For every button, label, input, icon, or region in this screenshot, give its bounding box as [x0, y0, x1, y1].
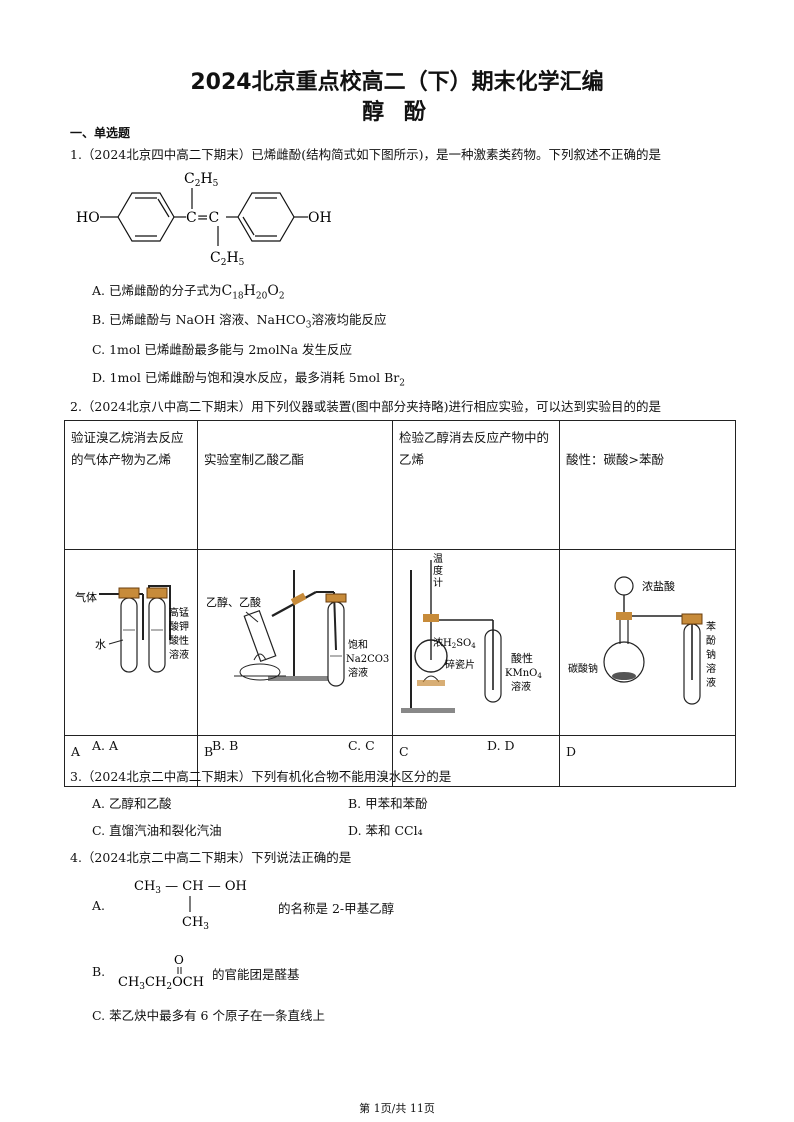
header-cell-b: 实验室制乙酸乙酯 — [197, 420, 393, 550]
svg-text:计: 计 — [433, 576, 443, 589]
apparatus-cell-b: 乙醇、乙酸 饱和 Na2CO3 溶液 — [197, 549, 393, 736]
apparatus-cell-a: 气体 水 高锰 酸钾 酸性 溶液 — [64, 549, 198, 736]
header-cell-a: 验证溴乙烷消去反应的气体产物为乙烯 — [64, 420, 198, 550]
svg-text:溶: 溶 — [706, 662, 716, 675]
ethyl-top-label: C2H5 — [184, 171, 219, 189]
svg-text:碎瓷片: 碎瓷片 — [445, 658, 475, 671]
svg-text:CH3CH2OCH: CH3CH2OCH — [118, 975, 204, 990]
svg-text:酚: 酚 — [706, 635, 716, 647]
q2-choice-c: C. C — [348, 738, 375, 753]
svg-text:CH3: CH3 — [182, 915, 209, 932]
svg-text:O: O — [174, 953, 184, 967]
apparatus-cell-c: 温 度 计 浓H2SO4 碎瓷片 酸性 KMnO4 溶液 — [392, 549, 560, 736]
benzene-ring-right — [237, 192, 295, 242]
apparatus-cell-d: 浓盐酸 碳酸钠 苯 酚 钠 溶 液 — [559, 549, 736, 736]
q1-option-a: A. 已烯雌酚的分子式为C18H20O2 — [92, 283, 285, 302]
svg-text:Na2CO3: Na2CO3 — [346, 654, 389, 665]
header-cell-d: 酸性：碳酸>苯酚 — [559, 420, 736, 550]
svg-text:酸钾: 酸钾 — [169, 620, 189, 633]
page-footer: 第 1页/共 11页 — [359, 1102, 435, 1115]
section-heading: 一、单选题 — [70, 126, 131, 140]
label-cell-c: C — [392, 735, 560, 787]
q1-option-d: D. 1mol 已烯雌酚与饱和溴水反应，最多消耗 5mol Br2 — [92, 370, 405, 389]
svg-text:水: 水 — [95, 638, 106, 651]
apparatus-a-figure: 气体 水 高锰 酸钾 酸性 溶液 — [75, 585, 189, 673]
page-title: 2024北京重点校高二（下）期末化学汇编 — [190, 70, 604, 95]
q1-option-b: B. 已烯雌酚与 NaOH 溶液、NaHCO3溶液均能反应 — [92, 312, 387, 331]
q4-option-a-structure: CH3 — CH — OH CH3 — [134, 879, 247, 932]
experiment-table: 验证溴乙烷消去反应的气体产物为乙烯 实验室制乙酸乙酯 检验乙醇消去反应产物中的乙… — [64, 420, 736, 787]
svg-text:CH3 — CH — OH: CH3 — CH — OH — [134, 879, 247, 896]
svg-text:溶液: 溶液 — [169, 648, 189, 661]
svg-text:酸性: 酸性 — [511, 651, 533, 665]
q4-option-b-text: 的官能团是醛基 — [212, 967, 300, 982]
oh-right-label: OH — [308, 210, 332, 226]
question-1-stem: 1.（2024北京四中高二下期末）已烯雌酚(结构简式如下图所示)，是一种激素类药… — [70, 147, 661, 162]
svg-text:溶液: 溶液 — [348, 666, 368, 679]
label-cell-d: D — [559, 735, 736, 787]
question-2-stem: 2.（2024北京八中高二下期末）用下列仪器或装置(图中部分夹持略)进行相应实验… — [70, 399, 661, 414]
question-3-stem: 3.（2024北京二中高二下期末）下列有机化合物不能用溴水区分的是 — [70, 769, 452, 784]
ethyl-bottom-label: C2H5 — [210, 250, 245, 266]
q2-choice-b: B. B — [212, 738, 239, 753]
q4-option-b-label: B. — [92, 964, 106, 979]
q3-option-a: A. 乙醇和乙酸 — [92, 796, 172, 811]
apparatus-b-figure: 乙醇、乙酸 饱和 Na2CO3 溶液 — [206, 570, 389, 687]
svg-text:KMnO4: KMnO4 — [505, 668, 542, 680]
svg-text:钠: 钠 — [706, 648, 716, 661]
c-eq-c-label: C=C — [186, 210, 219, 226]
ho-left-label: HO — [76, 210, 100, 226]
svg-text:溶液: 溶液 — [511, 680, 531, 693]
q4-option-a-label: A. — [92, 898, 106, 913]
svg-text:高锰: 高锰 — [169, 606, 189, 619]
q3-option-b: B. 甲苯和苯酚 — [348, 796, 428, 811]
svg-text:碳酸钠: 碳酸钠 — [568, 662, 598, 675]
svg-text:乙醇、乙酸: 乙醇、乙酸 — [206, 595, 261, 609]
benzene-ring-left — [117, 192, 175, 242]
q2-choice-d: D. D — [487, 738, 515, 753]
svg-text:苯: 苯 — [706, 620, 716, 633]
q4-option-b-structure: O CH3CH2OCH — [118, 953, 204, 990]
apparatus-c-figure: 温 度 计 浓H2SO4 碎瓷片 酸性 KMnO4 溶液 — [401, 553, 542, 713]
page-subtitle: 醇 酚 — [362, 100, 432, 125]
svg-text:饱和: 饱和 — [348, 639, 368, 651]
svg-text:浓H2SO4: 浓H2SO4 — [433, 637, 476, 650]
q1-option-c: C. 1mol 已烯雌酚最多能与 2molNa 发生反应 — [92, 342, 353, 357]
svg-text:温: 温 — [433, 553, 443, 565]
svg-text:液: 液 — [706, 676, 716, 689]
question-4-stem: 4.（2024北京二中高二下期末）下列说法正确的是 — [70, 850, 352, 865]
q4-option-c: C. 苯乙炔中最多有 6 个原子在一条直线上 — [92, 1008, 325, 1023]
q3-option-d: D. 苯和 CCl₄ — [348, 823, 423, 838]
svg-text:浓盐酸: 浓盐酸 — [642, 579, 675, 593]
header-cell-c: 检验乙醇消去反应产物中的乙烯 — [392, 420, 560, 550]
label-cell-b: B — [197, 735, 393, 787]
q2-choice-a: A. A — [92, 738, 119, 753]
svg-text:度: 度 — [433, 564, 443, 577]
diethylstilbestrol-structure: HO C=C C2H5 C2H5 OH — [76, 171, 332, 266]
svg-text:气体: 气体 — [75, 590, 97, 604]
q4-option-a-text: 的名称是 2-甲基乙醇 — [278, 901, 395, 916]
svg-text:酸性: 酸性 — [169, 634, 189, 647]
q3-option-c: C. 直馏汽油和裂化汽油 — [92, 823, 222, 838]
apparatus-d-figure: 浓盐酸 碳酸钠 苯 酚 钠 溶 液 — [568, 576, 716, 705]
